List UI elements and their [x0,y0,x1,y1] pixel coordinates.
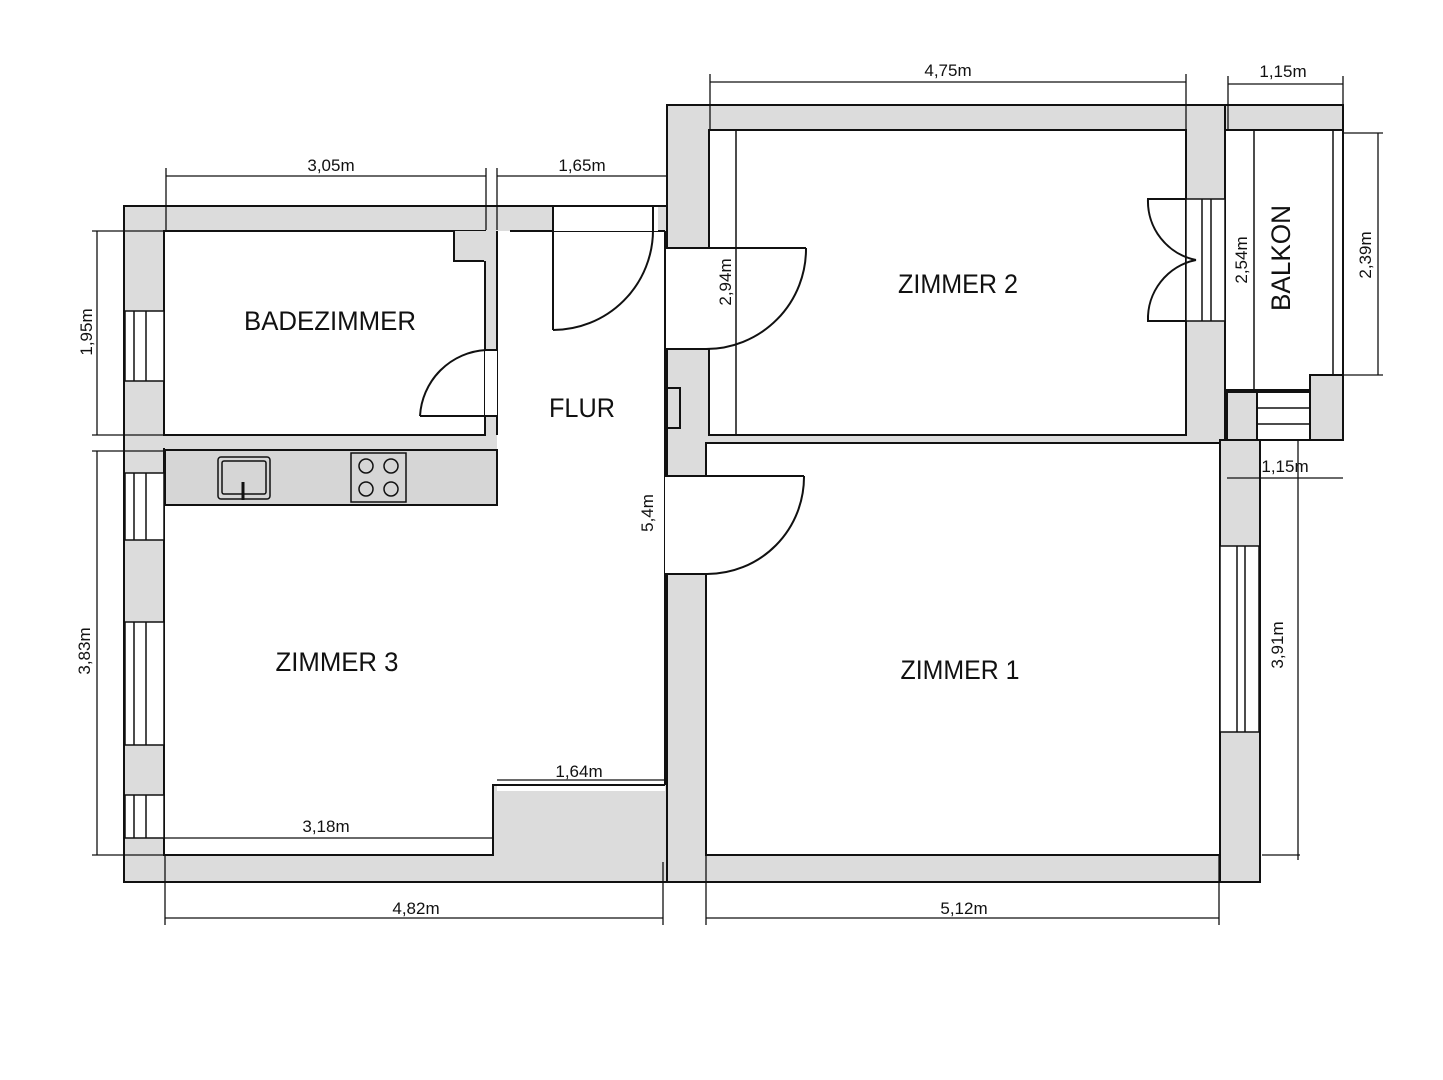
stove-icon [350,452,407,503]
label-balkon: BALKON [1266,205,1296,311]
dim-zimmer3-bottom: 3,18m [302,817,349,836]
dim-zimmer1-width: 5,12m [940,899,987,918]
dim-bad-height: 1,95m [77,308,96,355]
room-zimmer2 [708,129,1187,436]
label-zimmer3: ZIMMER 3 [276,647,399,677]
dim-zimmer2-left: 2,94m [716,258,735,305]
label-zimmer2: ZIMMER 2 [898,269,1018,299]
dim-flur-length: 5,4m [638,494,657,532]
label-flur: FLUR [549,393,615,423]
dim-balkon-height: 2,39m [1356,231,1375,278]
window-zimmer3-1 [124,472,165,541]
room-zimmer3 [164,450,665,855]
label-zimmer1: ZIMMER 1 [901,655,1020,685]
window-zimmer3-2 [124,621,165,746]
door-flur-entry [552,207,658,331]
dim-zimmer1-height: 3,91m [1268,621,1287,668]
dim-zimmer2-width: 4,75m [924,61,971,80]
dim-balkon-bottom: 1,15m [1261,457,1308,476]
room-badezimmer [163,230,486,436]
dim-zimmer3-height: 3,83m [75,627,94,674]
dimension-lines [92,74,1383,925]
dim-bad-width: 3,05m [307,156,354,175]
door-zimmer1 [665,475,806,575]
dim-zimmer2-right: 2,54m [1232,236,1251,283]
door-bad [419,349,497,417]
window-zimmer3-3 [124,794,165,839]
window-bad [124,310,165,382]
dim-balkon-top: 1,15m [1259,62,1306,81]
kitchen-counter [164,449,498,506]
window-zimmer1 [1219,545,1260,733]
dim-flur-width: 1,65m [558,156,605,175]
room-zimmer1 [705,442,1221,856]
door-zimmer2 [666,247,808,350]
door-balkon [1146,198,1226,322]
sink-icon [217,456,271,500]
dim-niche-width: 1,64m [555,762,602,781]
label-badezimmer: BADEZIMMER [244,306,416,336]
dim-zimmer3-width: 4,82m [392,899,439,918]
